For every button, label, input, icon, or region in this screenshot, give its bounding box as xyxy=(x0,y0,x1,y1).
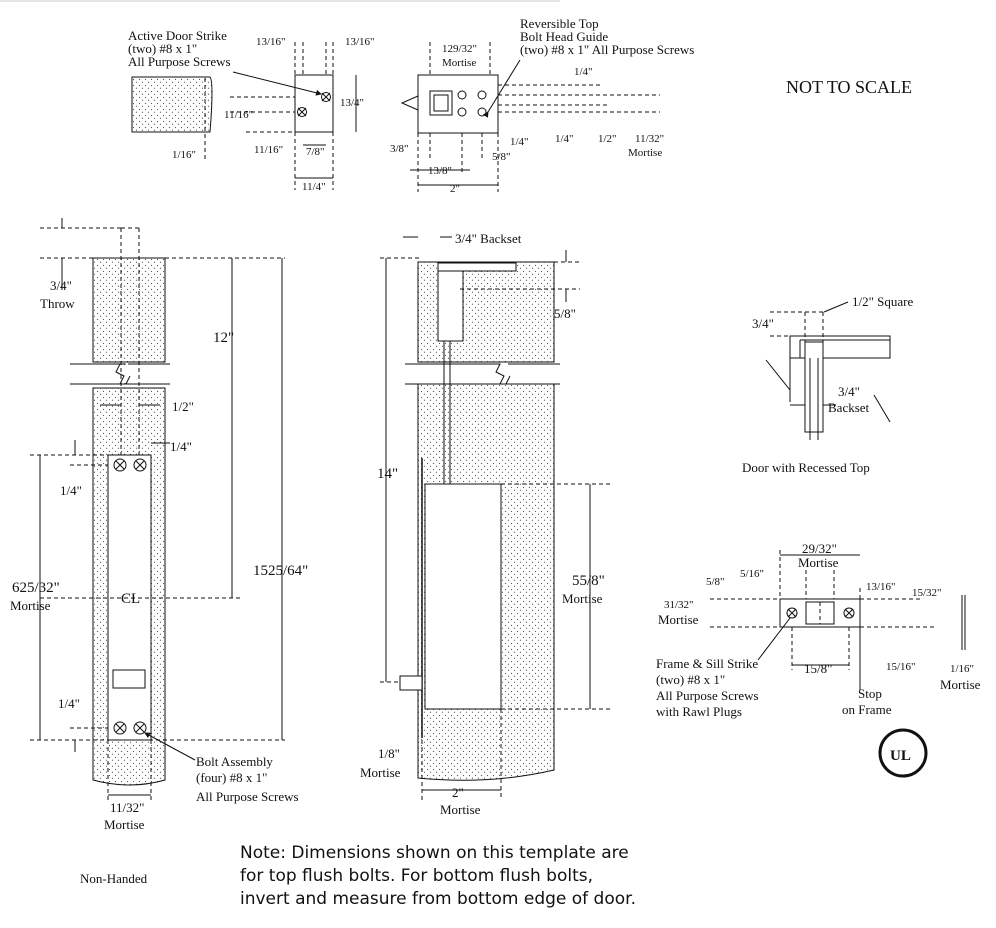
dim-half: 1/2" xyxy=(172,399,194,414)
guide-label-2: Bolt Head Guide xyxy=(520,29,608,44)
side-dim-14: 14" xyxy=(377,466,398,482)
bolt-label-2: (four) #8 x 1" xyxy=(196,770,267,785)
width-value: 11/32" xyxy=(110,800,144,815)
guide-label-3: (two) #8 x 1" All Purpose Screws xyxy=(520,42,694,57)
note-line-1: Note: Dimensions shown on this template … xyxy=(240,843,629,863)
dim-overall: 1525/64" xyxy=(253,563,308,579)
centerline: CL xyxy=(121,591,140,607)
fs-dim-29-32: 29/32" xyxy=(802,541,837,556)
recessed-square: 1/2" Square xyxy=(852,294,913,309)
dim-mortise-label: Mortise xyxy=(10,598,51,613)
fs-dim-31-32: 31/32" xyxy=(664,599,694,611)
strike-dim-width: 11/4" xyxy=(302,181,326,193)
bolt-label-1: Bolt Assembly xyxy=(196,754,273,769)
fs-dim-15-32: 15/32" xyxy=(912,587,942,599)
strike-label-3: All Purpose Screws xyxy=(128,54,231,69)
guide-dim-quarter-b: 1/4" xyxy=(510,136,529,148)
guide-dim-half: 1/2" xyxy=(598,133,617,145)
fs-dim-1-16: 1/16" xyxy=(950,663,974,675)
fs-dim-31-32-label: Mortise xyxy=(658,612,699,627)
fs-label-2: (two) #8 x 1" xyxy=(656,672,725,687)
side-dim-mortise-label: Mortise xyxy=(562,591,603,606)
fs-label-4: with Rawl Plugs xyxy=(656,704,742,719)
strike-dim-height: 13/4" xyxy=(340,97,364,109)
dim-quarter-top: 1/4" xyxy=(170,439,192,454)
strike-dim-bottom-mid: 7/8" xyxy=(306,146,325,158)
fs-dim-29-32-label: Mortise xyxy=(798,555,839,570)
fs-dim-15-16: 15/16" xyxy=(886,661,916,673)
dim-12: 12" xyxy=(213,330,234,346)
ul-mark: UL xyxy=(890,748,911,764)
guide-label-1: Reversible Top xyxy=(520,16,599,31)
recessed-detail: 1/2" Square 3/4" 3/4" Backset Door with … xyxy=(742,294,913,475)
bolt-label-3: All Purpose Screws xyxy=(196,789,299,804)
recessed-backset-label: Backset xyxy=(828,400,870,415)
strike-dim-top-right: 13/16" xyxy=(345,36,375,48)
fs-label-1: Frame & Sill Strike xyxy=(656,656,758,671)
side-backset: 3/4" Backset xyxy=(455,231,522,246)
strike-label-2: (two) #8 x 1" xyxy=(128,41,197,56)
fs-stop-2: on Frame xyxy=(842,702,892,717)
dim-mortise-value: 625/32" xyxy=(12,580,60,596)
strike-dim-left: 11/16" xyxy=(224,109,253,121)
recessed-dim-3-4: 3/4" xyxy=(752,316,774,331)
side-dim-eighth: 1/8" xyxy=(378,746,400,761)
guide-dim-mortise-right-label: Mortise xyxy=(628,147,662,159)
note-line-3: invert and measure from bottom edge of d… xyxy=(240,889,636,909)
guide-dim-5-8: 5/8" xyxy=(492,151,511,163)
guide-dim-mortise-right: 11/32" xyxy=(635,133,664,145)
side-dim-5-8: 5/8" xyxy=(554,306,576,321)
side-dim-2: 2" xyxy=(452,785,464,800)
frame-strike: 29/32" Mortise 5/8" 5/16" 13/16" 15/32" … xyxy=(656,541,981,719)
fs-stop-1: Stop xyxy=(858,686,882,701)
strike-dim-bottom-left: 11/16" xyxy=(254,144,283,156)
side-view: 3/4" Backset 5/8" 14" 55/8" Mortise 1/8"… xyxy=(360,231,610,817)
strike-detail: Active Door Strike (two) #8 x 1" All Pur… xyxy=(128,28,375,193)
guide-dim-quarter-a: 1/4" xyxy=(574,66,593,78)
recessed-caption: Door with Recessed Top xyxy=(742,460,870,475)
not-to-scale: NOT TO SCALE xyxy=(786,77,912,97)
strike-label-1: Active Door Strike xyxy=(128,28,227,43)
throw-label: Throw xyxy=(40,296,75,311)
fs-dim-13-16: 13/16" xyxy=(866,581,896,593)
guide-dim-mortise-top: 129/32" xyxy=(442,43,477,55)
side-dim-2-label: Mortise xyxy=(440,802,481,817)
throw-value: 3/4" xyxy=(50,278,72,293)
guide-dim-3-8: 3/8" xyxy=(390,143,409,155)
ul-logo: UL xyxy=(878,728,928,778)
fs-dim-1-16-label: Mortise xyxy=(940,677,981,692)
guide-dim-2: 2" xyxy=(450,183,460,195)
dim-quarter-left: 1/4" xyxy=(60,483,82,498)
guide-dim-quarter-c: 1/4" xyxy=(555,133,574,145)
fs-dim-1-5-8: 15/8" xyxy=(804,661,832,676)
guide-dim-mortise-top-label: Mortise xyxy=(442,57,476,69)
non-handed: Non-Handed xyxy=(80,871,148,886)
strike-dim-edge: 1/16" xyxy=(172,149,196,161)
front-view: 3/4" Throw 12" 1/2" 1/4" 1/4" 1525/64" 6… xyxy=(10,218,308,832)
note-line-2: for top flush bolts. For bottom flush bo… xyxy=(240,866,593,886)
side-dim-eighth-label: Mortise xyxy=(360,765,401,780)
recessed-backset-value: 3/4" xyxy=(838,384,860,399)
fs-dim-5-16: 5/16" xyxy=(740,568,764,580)
guide-dim-1-3-8: 13/8" xyxy=(428,165,452,177)
fs-label-3: All Purpose Screws xyxy=(656,688,759,703)
width-label: Mortise xyxy=(104,817,145,832)
fs-dim-5-8: 5/8" xyxy=(706,576,725,588)
dim-quarter-bottom: 1/4" xyxy=(58,696,80,711)
strike-dim-top-left: 13/16" xyxy=(256,36,286,48)
guide-detail: Reversible Top Bolt Head Guide (two) #8 … xyxy=(390,16,694,195)
side-dim-mortise-value: 55/8" xyxy=(572,573,605,589)
